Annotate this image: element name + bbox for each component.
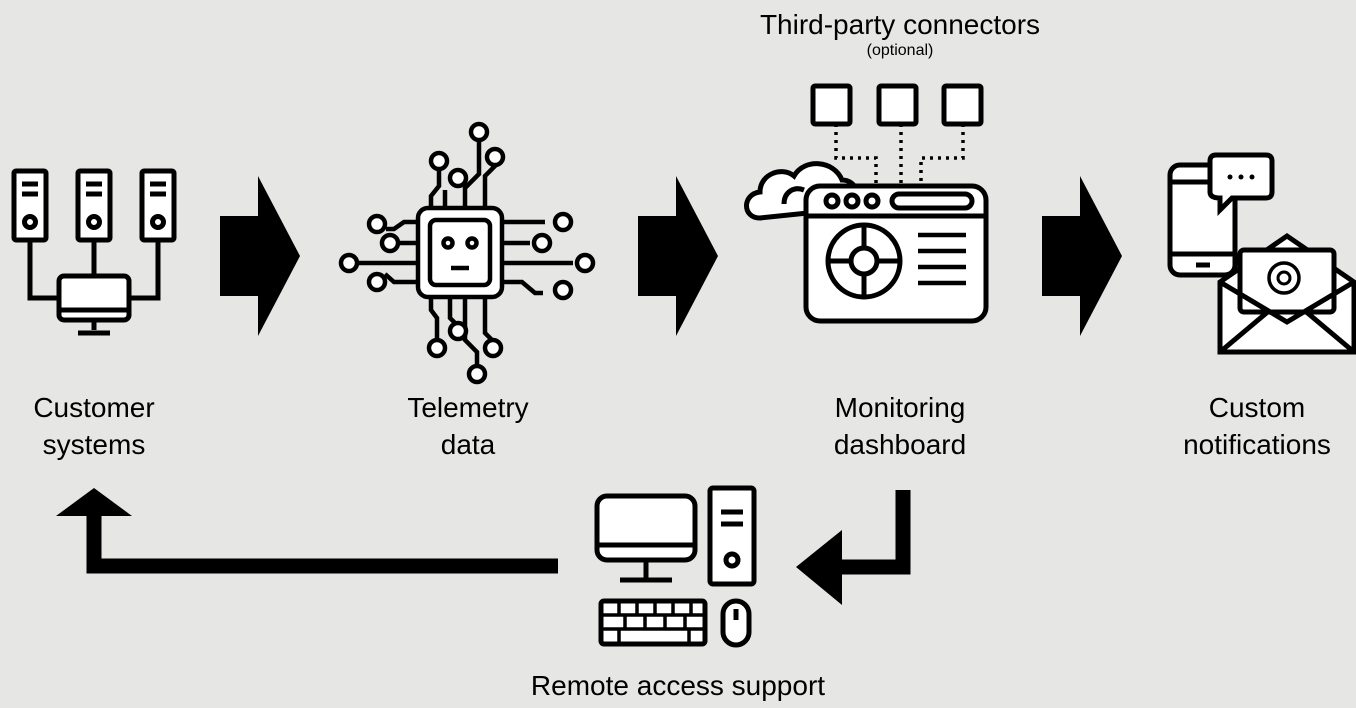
server-tower-icon [139,168,177,243]
arrow-right-icon [220,176,300,336]
label-line: dashboard [833,429,967,460]
connectors-subtitle: (optional) [866,42,934,59]
label-customer-systems: Customer systems [0,389,188,463]
dashboard-cloud-icon [744,161,989,324]
chip-icon [338,121,596,385]
label-telemetry-data: Telemetry data [368,389,568,463]
label-line: Remote access support [530,670,826,701]
mouse-icon [720,598,752,648]
return-arrow-to-customer [56,488,558,574]
connector-boxes [810,83,984,186]
connector-box-icon [941,83,984,127]
desktop-computer-icon [594,485,757,648]
flow-arrows [220,176,1122,336]
keyboard-icon [598,598,708,647]
label-third-party-connectors: Third-party connectors [700,6,1100,43]
label-connectors-optional: (optional) [800,40,1000,62]
server-tower-icon [75,168,113,243]
label-remote-access-support: Remote access support [478,667,878,704]
connector-dotted-lines [834,124,965,186]
server-tower-icon [11,168,49,243]
label-line: notifications [1183,429,1331,460]
label-monitoring-dashboard: Monitoring dashboard [800,389,1000,463]
arrow-right-icon [638,176,718,336]
label-line: data [440,429,496,460]
arrow-right-icon [1042,176,1122,336]
label-custom-notifications: Custom notifications [1158,389,1356,463]
phone-mail-icon [1167,152,1356,355]
network-lines [27,240,161,301]
envelope-icon [1217,232,1356,355]
connector-box-icon [876,83,919,127]
return-arrow-to-remote [796,490,911,605]
label-line: Telemetry [407,392,529,423]
monitor-icon [56,273,132,336]
connectors-title: Third-party connectors [759,9,1041,40]
label-line: Custom [1208,392,1306,423]
chat-bubble-icon [1207,152,1275,217]
label-line: Customer [33,392,155,423]
connector-box-icon [810,83,853,127]
label-line: systems [42,429,146,460]
server-network-icon [11,168,177,336]
label-line: Monitoring [834,392,966,423]
